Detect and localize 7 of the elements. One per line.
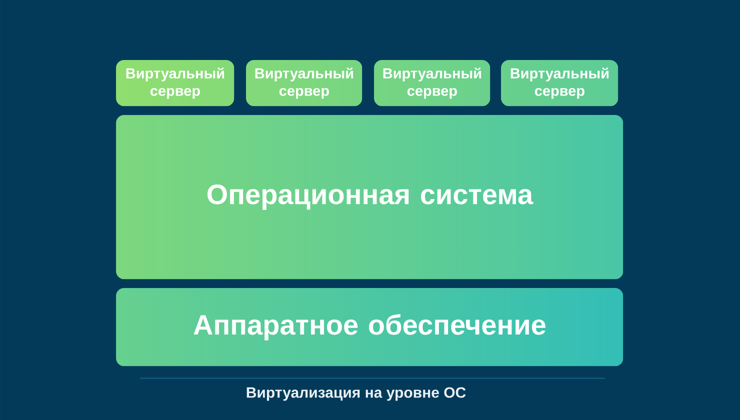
layer-box: Операционная система xyxy=(116,115,624,280)
layer-box: Аппаратное обеспечение xyxy=(116,288,624,366)
server-box: Виртуальный сервер xyxy=(374,60,490,106)
server-box: Виртуальный сервер xyxy=(116,60,234,106)
server-box: Виртуальный сервер xyxy=(246,60,362,106)
server-box: Виртуальный сервер xyxy=(501,60,618,106)
caption: Виртуализация на уровне ОС xyxy=(246,387,466,401)
